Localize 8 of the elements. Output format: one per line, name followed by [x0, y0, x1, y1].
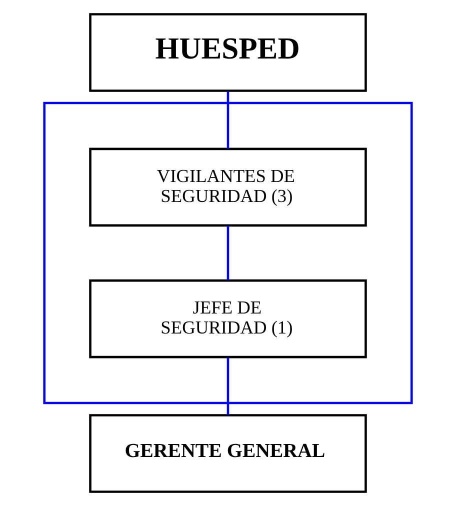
- node-box: JEFE DE SEGURIDAD (1): [89, 279, 367, 358]
- connector: [226, 358, 230, 415]
- node-box: HUESPED: [89, 13, 367, 92]
- node-box: GERENTE GENERAL: [89, 414, 367, 493]
- connector: [226, 226, 230, 280]
- cluster: [43, 102, 413, 404]
- node-box: VIGILANTES DE SEGURIDAD (3): [89, 148, 367, 227]
- connector: [226, 91, 230, 149]
